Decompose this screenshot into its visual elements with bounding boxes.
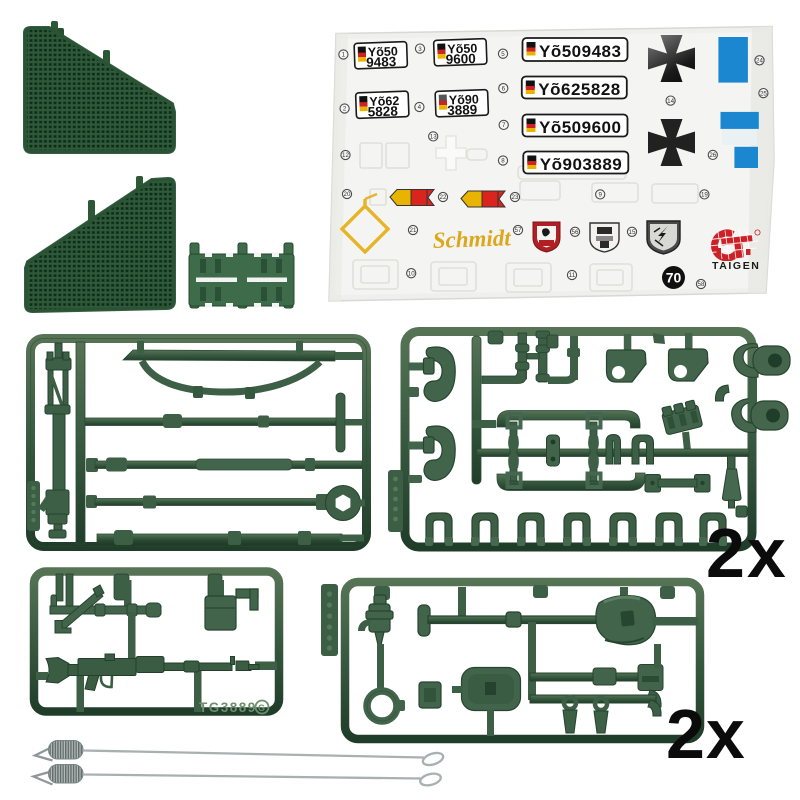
svg-text:9: 9	[598, 192, 602, 199]
svg-text:56: 56	[572, 229, 579, 236]
svg-text:6: 6	[502, 85, 506, 92]
svg-text:9483: 9483	[366, 54, 397, 70]
svg-text:10: 10	[408, 270, 415, 277]
svg-text:TG3889: TG3889	[199, 700, 257, 715]
svg-text:25: 25	[760, 90, 767, 97]
svg-text:7: 7	[502, 122, 506, 129]
svg-text:13: 13	[430, 134, 437, 141]
svg-text:1: 1	[342, 52, 346, 59]
svg-text:3: 3	[418, 46, 422, 53]
svg-text:8: 8	[501, 158, 505, 165]
svg-text:5: 5	[501, 51, 505, 58]
svg-text:22: 22	[440, 194, 447, 201]
svg-text:Yõ50: Yõ50	[447, 41, 477, 56]
svg-text:Schmidt: Schmidt	[432, 225, 511, 253]
svg-text:15: 15	[629, 229, 636, 236]
svg-text:21: 21	[410, 227, 417, 234]
svg-text:20: 20	[344, 191, 351, 198]
svg-text:23: 23	[512, 194, 519, 201]
svg-text:70: 70	[666, 270, 682, 286]
svg-text:12: 12	[342, 152, 349, 159]
svg-text:Yõ50: Yõ50	[368, 44, 398, 59]
svg-text:TAIGEN: TAIGEN	[712, 260, 761, 272]
svg-text:Yõ509483: Yõ509483	[539, 42, 621, 61]
svg-text:5828: 5828	[368, 103, 399, 119]
svg-text:3889: 3889	[447, 102, 478, 118]
svg-text:14: 14	[667, 98, 674, 105]
svg-text:Yõ509600: Yõ509600	[539, 118, 621, 137]
svg-text:4: 4	[418, 104, 422, 111]
svg-text:24: 24	[756, 58, 763, 65]
svg-text:58: 58	[698, 281, 705, 288]
svg-text:Yõ903889: Yõ903889	[540, 155, 622, 174]
svg-text:Yõ90: Yõ90	[449, 92, 479, 107]
svg-text:G: G	[258, 703, 265, 713]
svg-text:11: 11	[569, 272, 576, 279]
svg-text:9600: 9600	[445, 51, 476, 67]
svg-text:57: 57	[515, 227, 522, 234]
svg-text:26: 26	[709, 152, 716, 159]
svg-text:19: 19	[701, 192, 708, 199]
svg-text:2x: 2x	[666, 695, 746, 773]
svg-text:Yõ62: Yõ62	[369, 94, 399, 109]
svg-text:2: 2	[343, 106, 347, 113]
svg-text:2x: 2x	[706, 514, 788, 592]
svg-text:Yõ625828: Yõ625828	[538, 80, 620, 99]
